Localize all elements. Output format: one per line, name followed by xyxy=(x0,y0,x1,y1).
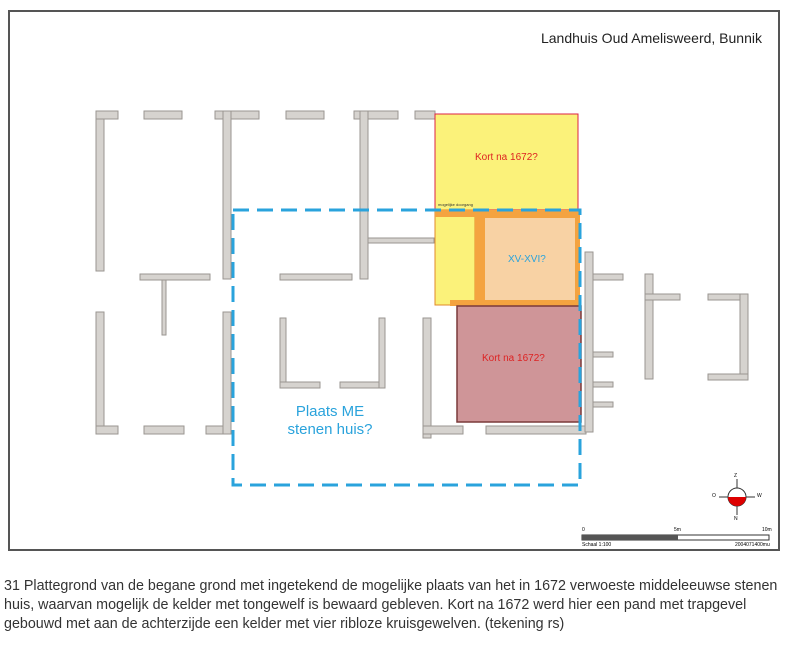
room-south xyxy=(456,305,582,423)
compass-left: O xyxy=(712,493,716,499)
label-south: Kort na 1672? xyxy=(482,353,545,364)
scale-start: 0 xyxy=(582,527,585,533)
scale-end: 10m xyxy=(762,527,772,533)
walls xyxy=(95,110,749,439)
scale-mid: 5m xyxy=(674,527,681,533)
drawing-frame: Landhuis Oud Amelisweerd, Bunnik Kort na… xyxy=(8,10,780,551)
compass-right: W xyxy=(757,493,762,499)
compass-top: Z xyxy=(734,473,738,479)
figure-caption: 31 Plattegrond van de begane grond met i… xyxy=(4,578,778,632)
scale-bar xyxy=(581,534,770,541)
compass-bottom: N xyxy=(734,516,738,522)
label-doorway: mogelijke doorgang xyxy=(438,202,473,207)
scale-label: Schaal 1:100 xyxy=(582,542,612,548)
label-me-line1: Plaats ME xyxy=(295,403,365,420)
room-middle xyxy=(485,218,575,300)
compass xyxy=(719,479,755,515)
room-north xyxy=(434,113,579,211)
label-north: Kort na 1672? xyxy=(475,152,538,163)
room-corridor xyxy=(434,209,476,306)
label-me-line2: stenen huis? xyxy=(287,421,373,438)
label-middle: XV-XVI? xyxy=(508,254,546,265)
floor-plan xyxy=(95,110,770,541)
me-outline xyxy=(231,208,582,487)
scale-code: 2004071400mu xyxy=(735,542,770,548)
drawing-title: Landhuis Oud Amelisweerd, Bunnik xyxy=(540,30,762,46)
